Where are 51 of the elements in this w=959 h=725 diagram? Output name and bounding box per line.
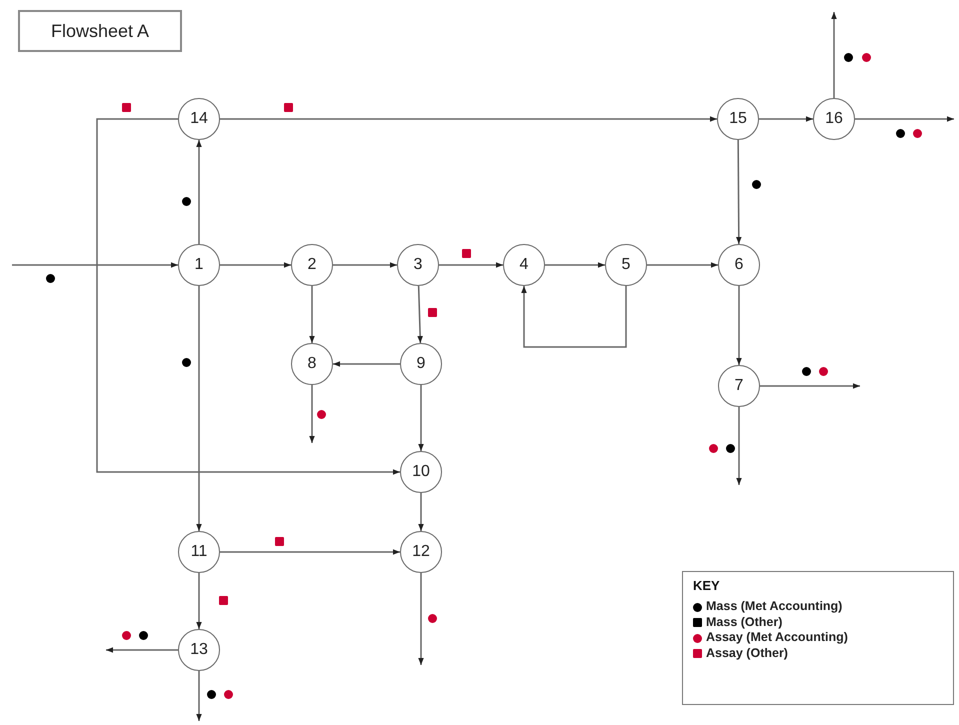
unit-circle: 15 (717, 98, 759, 140)
flow-arrow (831, 12, 837, 98)
flow-arrow (736, 286, 742, 365)
legend-label: Mass (Met Accounting) (706, 599, 842, 613)
flow-arrow (333, 262, 397, 268)
unit-circle: 4 (503, 244, 545, 286)
flow-arrow (220, 116, 717, 122)
flow-arrow (196, 573, 202, 629)
unit-circle: 9 (400, 343, 442, 385)
flow-arrow (736, 140, 742, 244)
unit-circle: 12 (400, 531, 442, 573)
unit-circle: 14 (178, 98, 220, 140)
unit-circle: 13 (178, 629, 220, 671)
flow-arrow (855, 116, 954, 122)
legend-label: Mass (Other) (706, 614, 782, 628)
unit-circle: 16 (813, 98, 855, 140)
unit-circle: 7 (718, 365, 760, 407)
flow-arrow (196, 671, 202, 721)
flow-arrow (220, 262, 291, 268)
flow-arrow (196, 286, 202, 531)
flow-arrow (545, 262, 605, 268)
flow-arrow (106, 647, 178, 653)
flow-arrow (309, 286, 315, 343)
flow-arrow (418, 493, 424, 531)
flow-arrow (333, 361, 400, 367)
flow-arrow (196, 140, 202, 244)
flow-arrow (760, 383, 860, 389)
unit-circle: 11 (178, 531, 220, 573)
flow-arrow (521, 286, 627, 348)
unit-circle: 3 (397, 244, 439, 286)
flow-arrow (759, 116, 813, 122)
flow-arrow (96, 118, 400, 475)
unit-circle: 2 (291, 244, 333, 286)
title-box: Flowsheet A (18, 10, 182, 52)
flow-arrow (418, 385, 424, 451)
unit-circle: 6 (718, 244, 760, 286)
flow-arrow (220, 549, 400, 555)
flow-arrow (417, 286, 423, 344)
flow-arrow (439, 262, 503, 268)
flow-arrow (418, 573, 424, 665)
unit-circle: 8 (291, 343, 333, 385)
flow-arrow (736, 407, 742, 485)
unit-circle: 10 (400, 451, 442, 493)
legend-label: Assay (Other) (706, 646, 788, 660)
flow-arrow (12, 262, 178, 268)
legend-label: Assay (Met Accounting) (706, 630, 848, 644)
legend-heading: KEY (693, 578, 720, 593)
unit-circle: 1 (178, 244, 220, 286)
flow-arrow (647, 262, 718, 268)
unit-circle: 5 (605, 244, 647, 286)
flow-arrow (309, 385, 315, 443)
